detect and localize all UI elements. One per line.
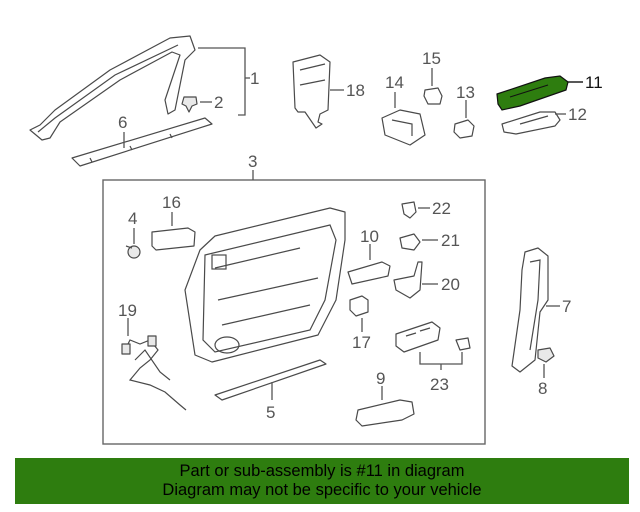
callout-4[interactable]: 4 <box>128 209 137 228</box>
callout-15[interactable]: 15 <box>422 49 441 68</box>
part-13-cap[interactable] <box>453 119 475 139</box>
callout-23[interactable]: 23 <box>430 375 449 394</box>
callout-3[interactable]: 3 <box>248 152 257 171</box>
part-19-wire-harness[interactable] <box>121 335 187 411</box>
callout-8[interactable]: 8 <box>538 379 547 398</box>
part-2-clip[interactable] <box>181 96 198 113</box>
callout-13[interactable]: 13 <box>456 83 475 102</box>
callout-14[interactable]: 14 <box>385 73 404 92</box>
door-trim-panel[interactable] <box>184 207 346 363</box>
parts-diagram: 1 2 3 4 5 6 7 8 9 10 11 12 13 14 15 16 1… <box>29 35 603 445</box>
part-20-handle-bracket[interactable] <box>393 261 423 299</box>
part-18-bracket[interactable] <box>292 54 331 129</box>
callout-16[interactable]: 16 <box>162 193 181 212</box>
banner-line-disclaimer: Diagram may not be specific to your vehi… <box>162 481 482 499</box>
callout-21[interactable]: 21 <box>441 231 460 250</box>
callout-22[interactable]: 22 <box>432 199 451 218</box>
part-12-panel[interactable] <box>501 111 561 135</box>
part-10-armrest-pad[interactable] <box>347 261 391 285</box>
part-22-cap[interactable] <box>401 201 417 219</box>
part-11-highlighted[interactable] <box>496 75 569 111</box>
part-23-switch-panel[interactable] <box>395 321 471 353</box>
part-info-banner: Part or sub-assembly is #11 in diagram D… <box>15 458 629 504</box>
part-21-socket[interactable] <box>399 233 421 251</box>
callout-18[interactable]: 18 <box>346 81 365 100</box>
callout-1[interactable]: 1 <box>250 69 259 88</box>
callout-19[interactable]: 19 <box>118 301 137 320</box>
assembly-3-frame <box>102 179 486 445</box>
part-4-screw[interactable] <box>125 245 141 259</box>
part-7-pillar-trim[interactable] <box>511 247 549 373</box>
callout-20[interactable]: 20 <box>441 275 460 294</box>
part-15-small-clip[interactable] <box>423 87 443 105</box>
part-6-belt-strip[interactable] <box>71 117 213 167</box>
part-8-clip[interactable] <box>537 347 555 363</box>
callout-12[interactable]: 12 <box>568 105 587 124</box>
part-17-switch[interactable] <box>349 295 369 317</box>
callout-7[interactable]: 7 <box>562 297 571 316</box>
callout-9[interactable]: 9 <box>376 369 385 388</box>
callout-2[interactable]: 2 <box>214 93 223 112</box>
part-1-frame-moulding[interactable] <box>29 35 196 141</box>
banner-line-part: Part or sub-assembly is #11 in diagram <box>179 462 465 480</box>
part-14-switch-base[interactable] <box>381 109 426 146</box>
callout-11[interactable]: 11 <box>585 73 603 92</box>
part-5-lower-strip[interactable] <box>214 359 327 401</box>
callout-5[interactable]: 5 <box>266 403 275 422</box>
callout-17[interactable]: 17 <box>352 333 371 352</box>
part-16-block[interactable] <box>151 227 196 251</box>
callout-6[interactable]: 6 <box>118 113 127 132</box>
callout-10[interactable]: 10 <box>360 227 379 246</box>
part-9-bottom-trim[interactable] <box>355 399 415 427</box>
